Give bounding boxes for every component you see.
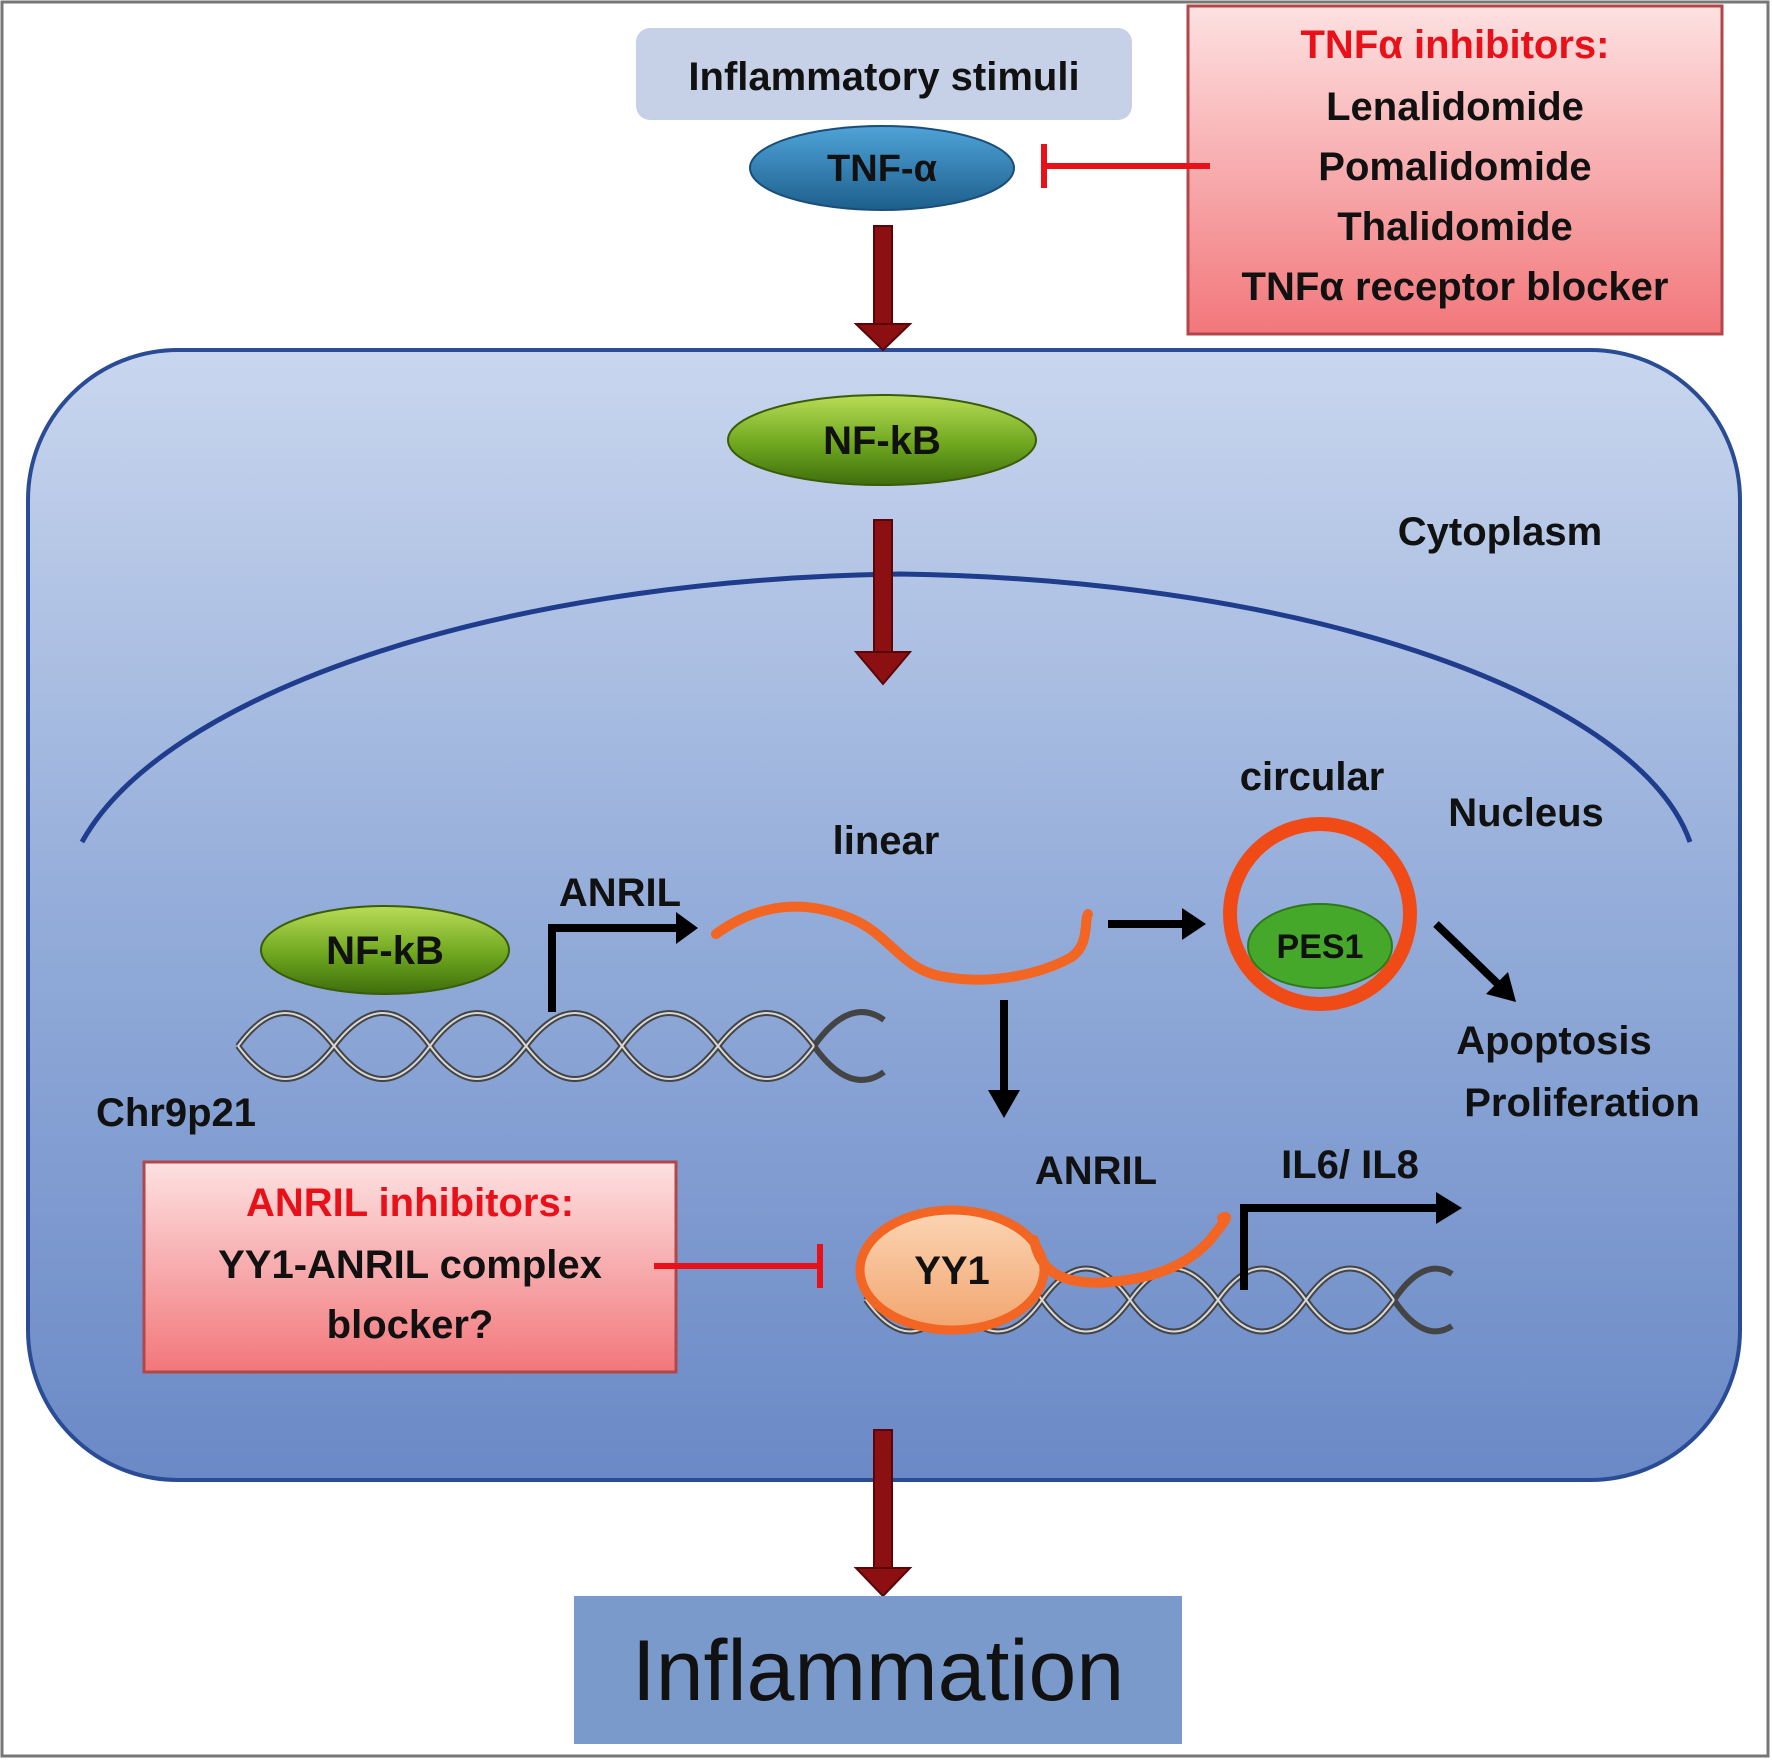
yy1-bound-anril <box>1029 1211 1231 1288</box>
outcome-proliferation: Proliferation <box>1464 1081 1700 1125</box>
chr9p21-dna <box>235 1009 886 1083</box>
chr-label: Chr9p21 <box>96 1091 256 1135</box>
il-label: IL6/ IL8 <box>1281 1143 1419 1187</box>
inflammation-box <box>574 1596 1182 1744</box>
nucleus-label: Nucleus <box>1448 791 1604 835</box>
anril-transcription-arrow <box>548 924 680 1012</box>
il-transcription-arrow <box>1240 1204 1440 1290</box>
tnf-alpha-label: TNF-α <box>827 148 937 190</box>
linear-label: linear <box>833 819 940 863</box>
circular-anril-rna <box>1223 817 1417 1011</box>
anril-gene-label: ANRIL <box>559 871 681 915</box>
stimuli-box <box>636 28 1132 120</box>
tnf-inhibitor-item: Lenalidomide <box>1326 85 1584 129</box>
stimuli-label: Inflammatory stimuli <box>688 55 1079 99</box>
tnf-inhibitors-box <box>1186 4 1724 336</box>
cytoplasm-label: Cytoplasm <box>1398 510 1603 554</box>
tnf-inhibitor-item: Pomalidomide <box>1318 145 1591 189</box>
inflammation-label: Inflammation <box>632 1623 1124 1719</box>
tnf-alpha-molecule <box>749 125 1015 211</box>
pes1-label: PES1 <box>1277 928 1364 966</box>
nuclear-envelope <box>79 571 1693 844</box>
arrow-to-inflammation <box>853 1429 913 1598</box>
arrow-linear-to-yy1-head <box>988 1090 1020 1118</box>
arrow-linear-to-circular-head <box>1182 908 1206 940</box>
arrow-nfkb-to-nucleus <box>853 519 913 686</box>
pes1-protein <box>1247 903 1393 989</box>
yy1-label: YY1 <box>914 1249 990 1293</box>
anril-inhibitor-line: YY1-ANRIL complex <box>218 1243 602 1287</box>
tnf-inhibitor-item: TNFα receptor blocker <box>1242 265 1669 309</box>
anril-transcription-arrowhead <box>676 912 698 944</box>
tnf-inhibitor-item: Thalidomide <box>1337 205 1573 249</box>
arrow-circular-to-outcomes-head <box>1486 972 1516 1002</box>
arrow-circular-to-outcomes <box>1433 921 1503 989</box>
arrow-tnf-to-nfkb <box>853 225 913 352</box>
nfkb-cytoplasm <box>727 394 1037 486</box>
nfkb-nucleus <box>260 905 510 995</box>
nfkb-cytoplasm-label: NF-kB <box>823 419 941 463</box>
nfkb-nucleus-label: NF-kB <box>326 929 444 973</box>
anril-complex-label: ANRIL <box>1035 1149 1157 1193</box>
outcome-apoptosis: Apoptosis <box>1456 1019 1652 1063</box>
anril-inhibitors-box <box>142 1160 678 1374</box>
linear-anril-rna <box>711 901 1093 985</box>
il-transcription-arrowhead <box>1436 1192 1462 1224</box>
anril-inhibitor-line: blocker? <box>327 1303 494 1347</box>
anril-inhibitors-title: ANRIL inhibitors: <box>246 1181 574 1225</box>
circular-label: circular <box>1240 755 1385 799</box>
tnf-inhibitors-title: TNFα inhibitors: <box>1301 23 1610 67</box>
